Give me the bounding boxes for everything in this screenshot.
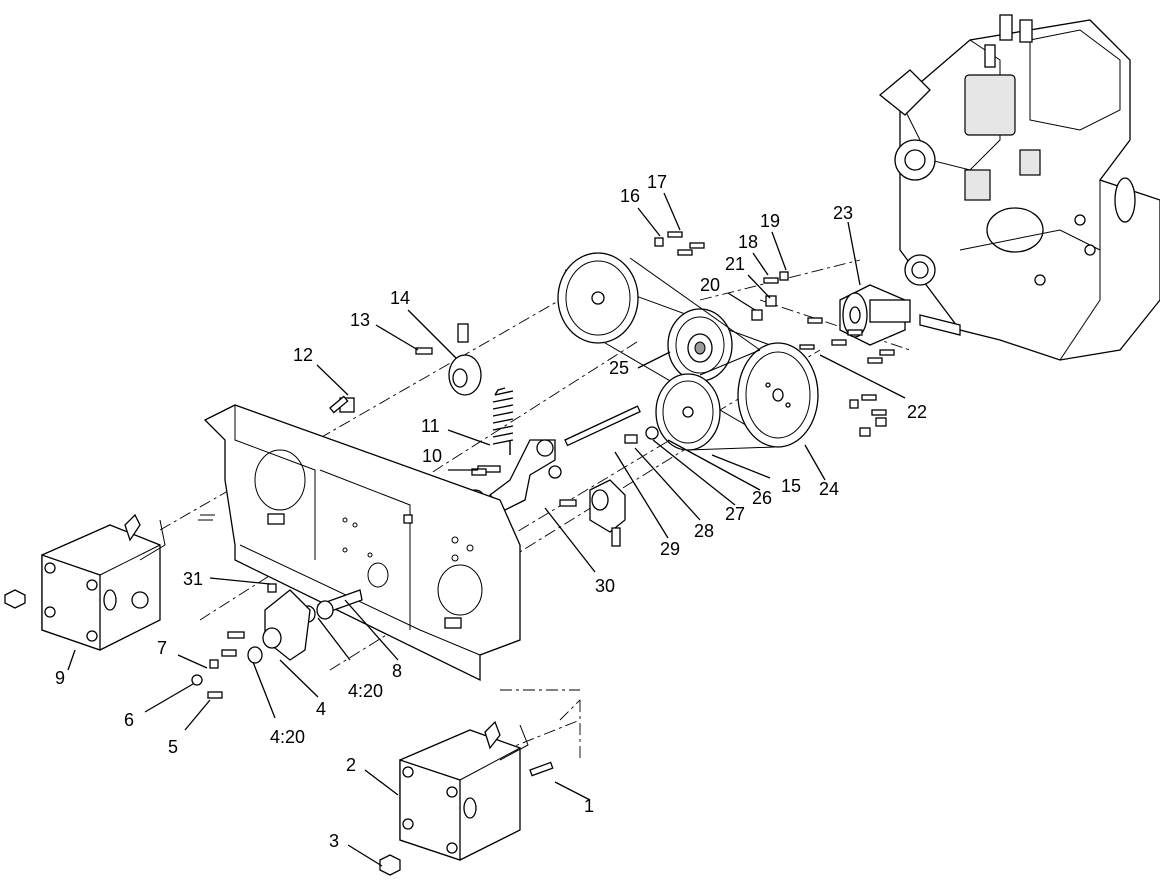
callout-11: 11 bbox=[421, 416, 440, 436]
callout-8: 8 bbox=[392, 661, 402, 681]
callout-31: 31 bbox=[183, 569, 203, 589]
callout-9: 9 bbox=[55, 668, 65, 688]
callout-7: 7 bbox=[157, 638, 167, 658]
callout-25: 25 bbox=[609, 358, 629, 378]
callout-26: 26 bbox=[752, 488, 772, 508]
callout-22: 22 bbox=[907, 402, 927, 422]
callout-4-20-upper: 4:20 bbox=[348, 681, 383, 701]
callout-18: 18 bbox=[738, 232, 758, 252]
callout-13: 13 bbox=[350, 310, 370, 330]
callout-29: 29 bbox=[660, 539, 680, 559]
callout-15: 15 bbox=[781, 476, 801, 496]
callout-23: 23 bbox=[833, 203, 853, 223]
callout-24: 24 bbox=[819, 479, 839, 499]
callout-20: 20 bbox=[700, 275, 720, 295]
callout-17: 17 bbox=[647, 172, 667, 192]
frame-hardware bbox=[329, 395, 487, 476]
callout-30: 30 bbox=[595, 576, 615, 596]
callout-12: 12 bbox=[293, 345, 313, 365]
callout-10: 10 bbox=[422, 446, 442, 466]
pump-lower bbox=[379, 720, 554, 876]
pulley-belt-assembly bbox=[557, 252, 819, 451]
callout-4: 4 bbox=[316, 699, 326, 719]
callout-16: 16 bbox=[620, 186, 640, 206]
callout-3: 3 bbox=[329, 831, 339, 851]
idler-pulley bbox=[415, 323, 482, 396]
callout-19: 19 bbox=[760, 211, 780, 231]
tension-spring bbox=[492, 387, 514, 455]
callout-28: 28 bbox=[694, 521, 714, 541]
callout-14: 14 bbox=[390, 288, 410, 308]
callout-2: 2 bbox=[346, 755, 356, 775]
callout-4-20-lower: 4:20 bbox=[270, 727, 305, 747]
drive-hub bbox=[559, 479, 626, 547]
callout-labels: 1 2 3 4 4:20 4:20 5 6 7 8 9 10 11 12 13 … bbox=[55, 172, 927, 851]
flywheel-hub bbox=[839, 284, 911, 346]
callout-21: 21 bbox=[725, 254, 745, 274]
callout-1: 1 bbox=[584, 796, 594, 816]
leader-lines bbox=[67, 192, 906, 867]
callout-5: 5 bbox=[168, 737, 178, 757]
shaft-and-bearing bbox=[247, 583, 363, 664]
mounting-frame bbox=[198, 404, 521, 682]
pump-left bbox=[4, 513, 166, 651]
callout-6: 6 bbox=[124, 710, 134, 730]
engine-assembly bbox=[878, 14, 1160, 361]
hardware-upper bbox=[654, 231, 895, 437]
callout-27: 27 bbox=[725, 504, 745, 524]
small-fasteners bbox=[191, 631, 245, 699]
